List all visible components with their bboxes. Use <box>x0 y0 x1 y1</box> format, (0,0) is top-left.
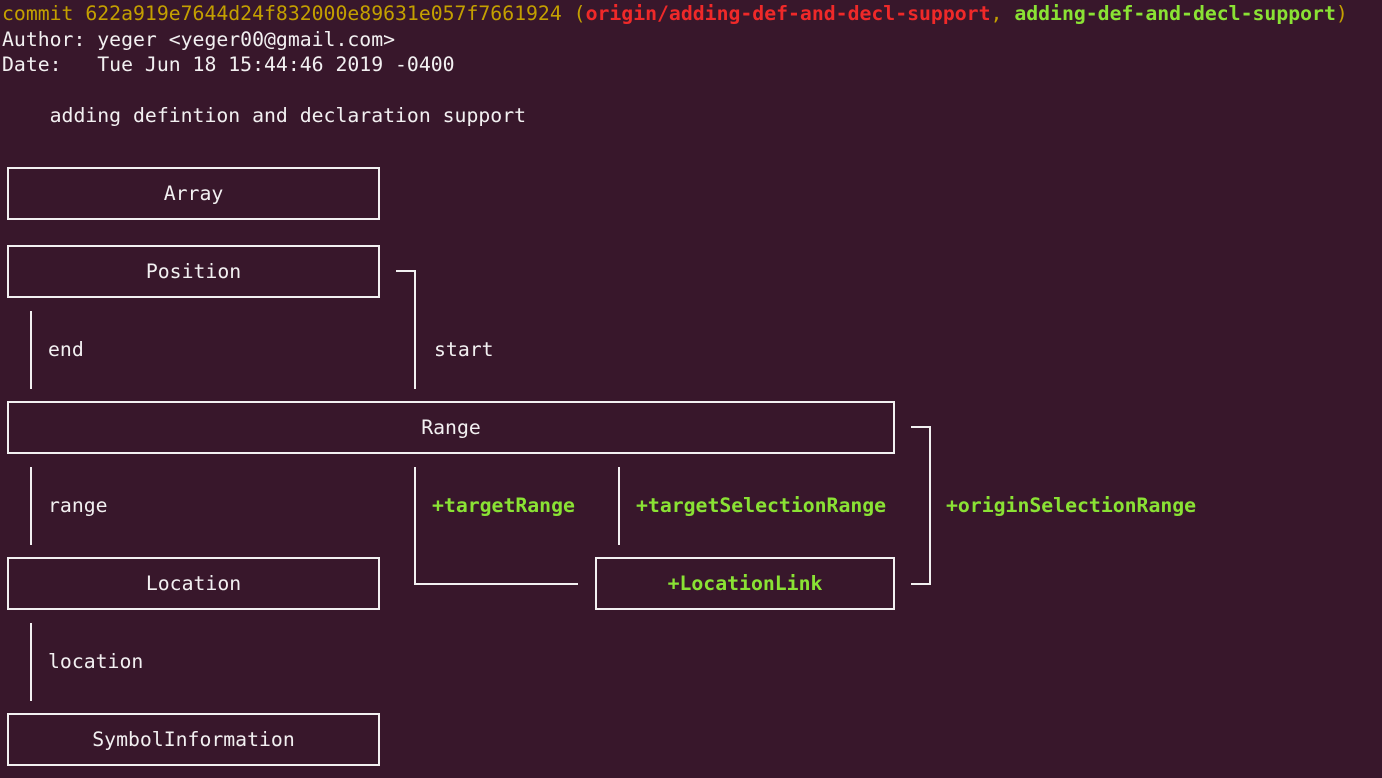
node-symbol-information: SymbolInformation <box>7 713 380 766</box>
edge-line-target-range-vertical <box>414 467 416 585</box>
edge-line-origin-selection-bottom <box>911 583 931 585</box>
remote-branch-ref: origin/adding-def-and-decl-support <box>585 2 991 25</box>
edge-line-range <box>30 467 32 545</box>
commit-line: commit 622a919e7644d24f832000e89631e057f… <box>2 1 1348 27</box>
node-array-label: Array <box>163 182 224 205</box>
refs-separator: , <box>990 2 1015 25</box>
commit-hash-text: commit 622a919e7644d24f832000e89631e057f… <box>2 2 586 25</box>
edge-line-start-horizontal <box>396 270 416 272</box>
node-array: Array <box>7 167 380 220</box>
edge-label-end: end <box>48 338 84 361</box>
node-range-label: Range <box>421 416 481 439</box>
edge-line-origin-selection-top <box>911 426 931 428</box>
local-branch-ref: adding-def-and-decl-support <box>1014 2 1336 25</box>
edge-label-start: start <box>434 338 494 361</box>
edge-label-origin-selection-range: +originSelectionRange <box>946 494 1197 517</box>
node-position-label: Position <box>145 260 242 283</box>
edge-line-location <box>30 623 32 701</box>
node-location-link-label: +LocationLink <box>667 572 823 595</box>
git-log-output: commit 622a919e7644d24f832000e89631e057f… <box>2 1 1348 129</box>
blank-line <box>2 78 1348 104</box>
edge-line-target-range-horizontal <box>414 583 578 585</box>
commit-message: adding defintion and declaration support <box>2 104 527 128</box>
edge-label-target-range: +targetRange <box>432 494 575 517</box>
edge-line-origin-selection-vertical <box>929 426 931 585</box>
edge-line-start-vertical <box>414 270 416 389</box>
node-location-label: Location <box>145 572 242 595</box>
node-symbol-information-label: SymbolInformation <box>92 728 295 751</box>
edge-line-end <box>30 311 32 389</box>
edge-label-range: range <box>48 494 108 517</box>
refs-close-paren: ) <box>1335 2 1348 25</box>
edge-line-target-selection-range <box>618 467 620 545</box>
node-location: Location <box>7 557 380 610</box>
date-line: Date: Tue Jun 18 15:44:46 2019 -0400 <box>2 53 455 77</box>
author-line: Author: yeger <yeger00@gmail.com> <box>2 27 396 51</box>
edge-label-location: location <box>48 650 144 673</box>
node-position: Position <box>7 245 380 298</box>
node-range: Range <box>7 401 895 454</box>
node-location-link: +LocationLink <box>595 557 895 610</box>
edge-label-target-selection-range: +targetSelectionRange <box>636 494 887 517</box>
